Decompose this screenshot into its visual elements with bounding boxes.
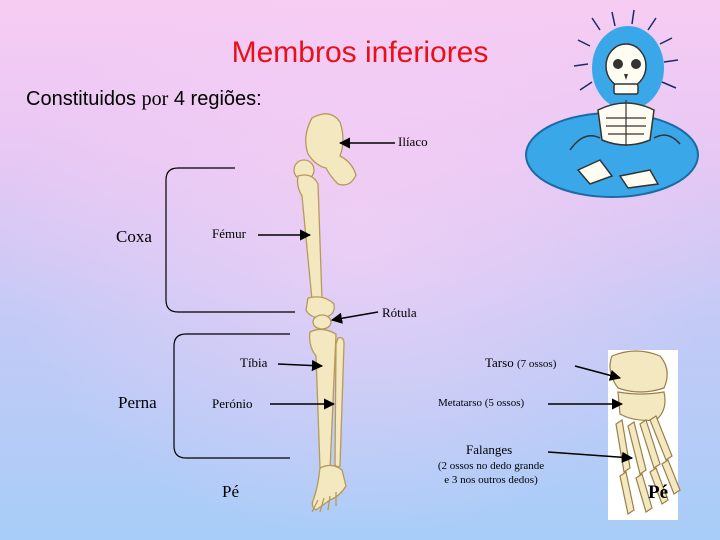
region-perna: Perna: [118, 393, 157, 412]
falanges-note-line-2: e 3 nos outros dedos): [444, 474, 538, 486]
subtitle-suffix: 4 regiões:: [173, 88, 262, 110]
subtitle-por: por: [141, 88, 169, 110]
label-tarso: Tarso (7 ossos): [485, 355, 556, 371]
arrow-tibia: [277, 359, 324, 372]
iliac-bone: [305, 113, 357, 186]
patella: [312, 314, 332, 330]
arrow-tarso: [574, 365, 622, 381]
label-iliaco: Ilíaco: [398, 134, 428, 149]
region-pe-right: Pé: [648, 482, 669, 503]
label-peronio: Perónio: [212, 396, 253, 411]
falanges-note: (2 ossos no dedo grande e 3 nos outros d…: [426, 459, 556, 487]
label-arrows: [258, 137, 634, 463]
fibula-shape: [334, 336, 345, 468]
leg-skeleton: [293, 113, 357, 513]
label-falanges: Falanges: [466, 442, 513, 457]
label-metatarso: Metatarso (5 ossos): [438, 397, 525, 409]
arrow-falanges: [547, 451, 634, 463]
femur-shaft: [296, 174, 323, 304]
slide-title: Membros inferiores: [231, 36, 489, 69]
slide-subtitle: Constituidos por 4 regiões:: [26, 88, 262, 111]
subtitle-prefix: Constituidos: [26, 88, 137, 110]
perna-bracket: [173, 333, 290, 459]
label-rotula: Rótula: [382, 305, 417, 320]
skeleton-cartoon: [525, 9, 699, 198]
label-tibia: Tíbia: [240, 355, 268, 370]
region-coxa: Coxa: [116, 227, 152, 246]
foot-bones-illustration: [608, 350, 681, 520]
tarso-count: (7 ossos): [516, 358, 557, 370]
coxa-bracket: [165, 167, 295, 313]
falanges-note-line-1: (2 ossos no dedo grande: [437, 460, 545, 472]
tibia-shape: [308, 328, 337, 473]
region-pe-left: Pé: [222, 482, 239, 501]
arrow-rotula: [330, 311, 379, 324]
label-femur: Fémur: [212, 226, 246, 241]
tarso-name: Tarso: [485, 355, 514, 370]
